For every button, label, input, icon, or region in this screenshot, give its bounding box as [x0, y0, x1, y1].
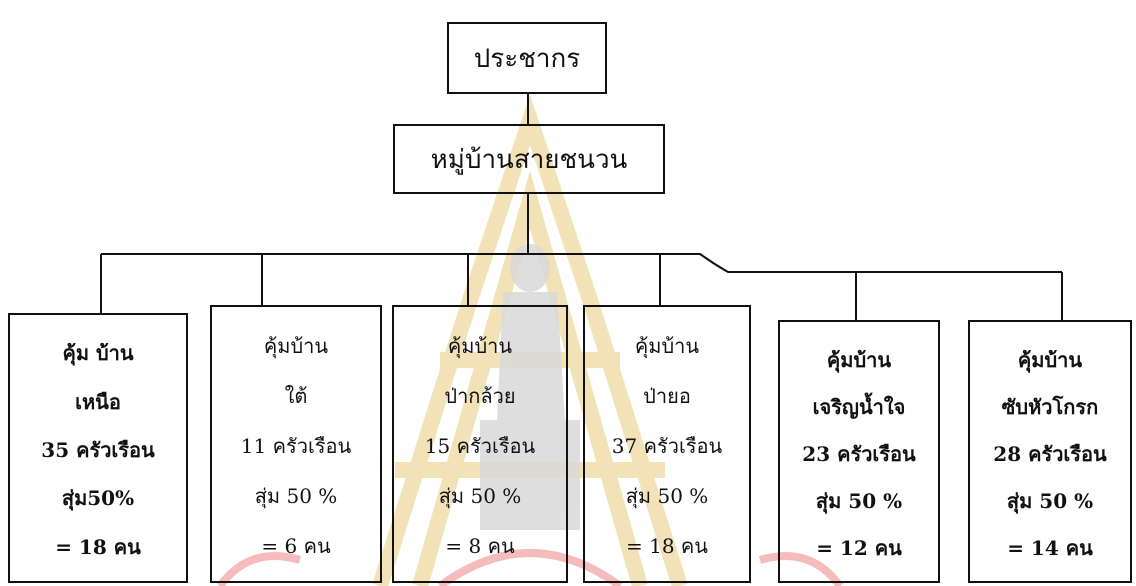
group-name: คุ้ม บ้าน — [62, 341, 134, 366]
group-node-4: คุ้มบ้าน ป่ายอ 37 ครัวเรือน สุ่ม 50 % = … — [583, 305, 751, 583]
village-node: หมู่บ้านสายชนวน — [393, 124, 665, 194]
group-households: 15 ครัวเรือน — [424, 434, 536, 458]
group-subname: เจริญน้ำใจ — [812, 394, 906, 419]
group-name: คุ้มบ้าน — [263, 334, 329, 358]
group-count: = 8 คน — [445, 534, 515, 558]
group-node-3: คุ้มบ้าน ป่ากล้วย 15 ครัวเรือน สุ่ม 50 %… — [392, 305, 568, 583]
group-households: 11 ครัวเรือน — [240, 434, 352, 458]
group-households: 37 ครัวเรือน — [611, 434, 723, 458]
group-subname: ใต้ — [284, 384, 308, 408]
group-count: = 14 คน — [1007, 535, 1093, 560]
connector-bus — [101, 253, 1062, 273]
village-label: หมู่บ้านสายชนวน — [430, 144, 628, 175]
group-node-2: คุ้มบ้าน ใต้ 11 ครัวเรือน สุ่ม 50 % = 6 … — [210, 305, 382, 583]
watermark-figure — [480, 244, 580, 530]
group-count: = 18 คน — [626, 534, 708, 558]
group-households: 35 ครัวเรือน — [41, 437, 155, 462]
group-sample: สุ่ม50% — [61, 486, 135, 511]
group-sample: สุ่ม 50 % — [815, 488, 903, 513]
group-node-1: คุ้ม บ้าน เหนือ 35 ครัวเรือน สุ่ม50% = 1… — [8, 313, 188, 583]
group-households: 23 ครัวเรือน — [802, 441, 916, 466]
group-count: = 6 คน — [261, 534, 331, 558]
group-name: คุ้มบ้าน — [634, 334, 700, 358]
group-name: คุ้มบ้าน — [826, 347, 892, 372]
group-count: = 18 คน — [55, 534, 141, 559]
group-sample: สุ่ม 50 % — [438, 484, 522, 508]
group-node-5: คุ้มบ้าน เจริญน้ำใจ 23 ครัวเรือน สุ่ม 50… — [778, 320, 940, 583]
group-count: = 12 คน — [816, 535, 902, 560]
group-households: 28 ครัวเรือน — [993, 441, 1107, 466]
group-subname: เหนือ — [75, 389, 121, 414]
group-subname: ป่ายอ — [643, 384, 691, 408]
group-sample: สุ่ม 50 % — [254, 484, 338, 508]
group-name: คุ้มบ้าน — [447, 334, 513, 358]
watermark-pink-arcs — [216, 549, 844, 586]
group-sample: สุ่ม 50 % — [1006, 488, 1094, 513]
group-name: คุ้มบ้าน — [1017, 347, 1083, 372]
root-node: ประชากร — [447, 22, 607, 94]
group-node-6: คุ้มบ้าน ซับหัวโกรก 28 ครัวเรือน สุ่ม 50… — [968, 320, 1132, 583]
group-subname: ป่ากล้วย — [444, 384, 516, 408]
root-label: ประชากร — [473, 43, 581, 74]
group-sample: สุ่ม 50 % — [625, 484, 709, 508]
group-subname: ซับหัวโกรก — [1001, 394, 1099, 419]
